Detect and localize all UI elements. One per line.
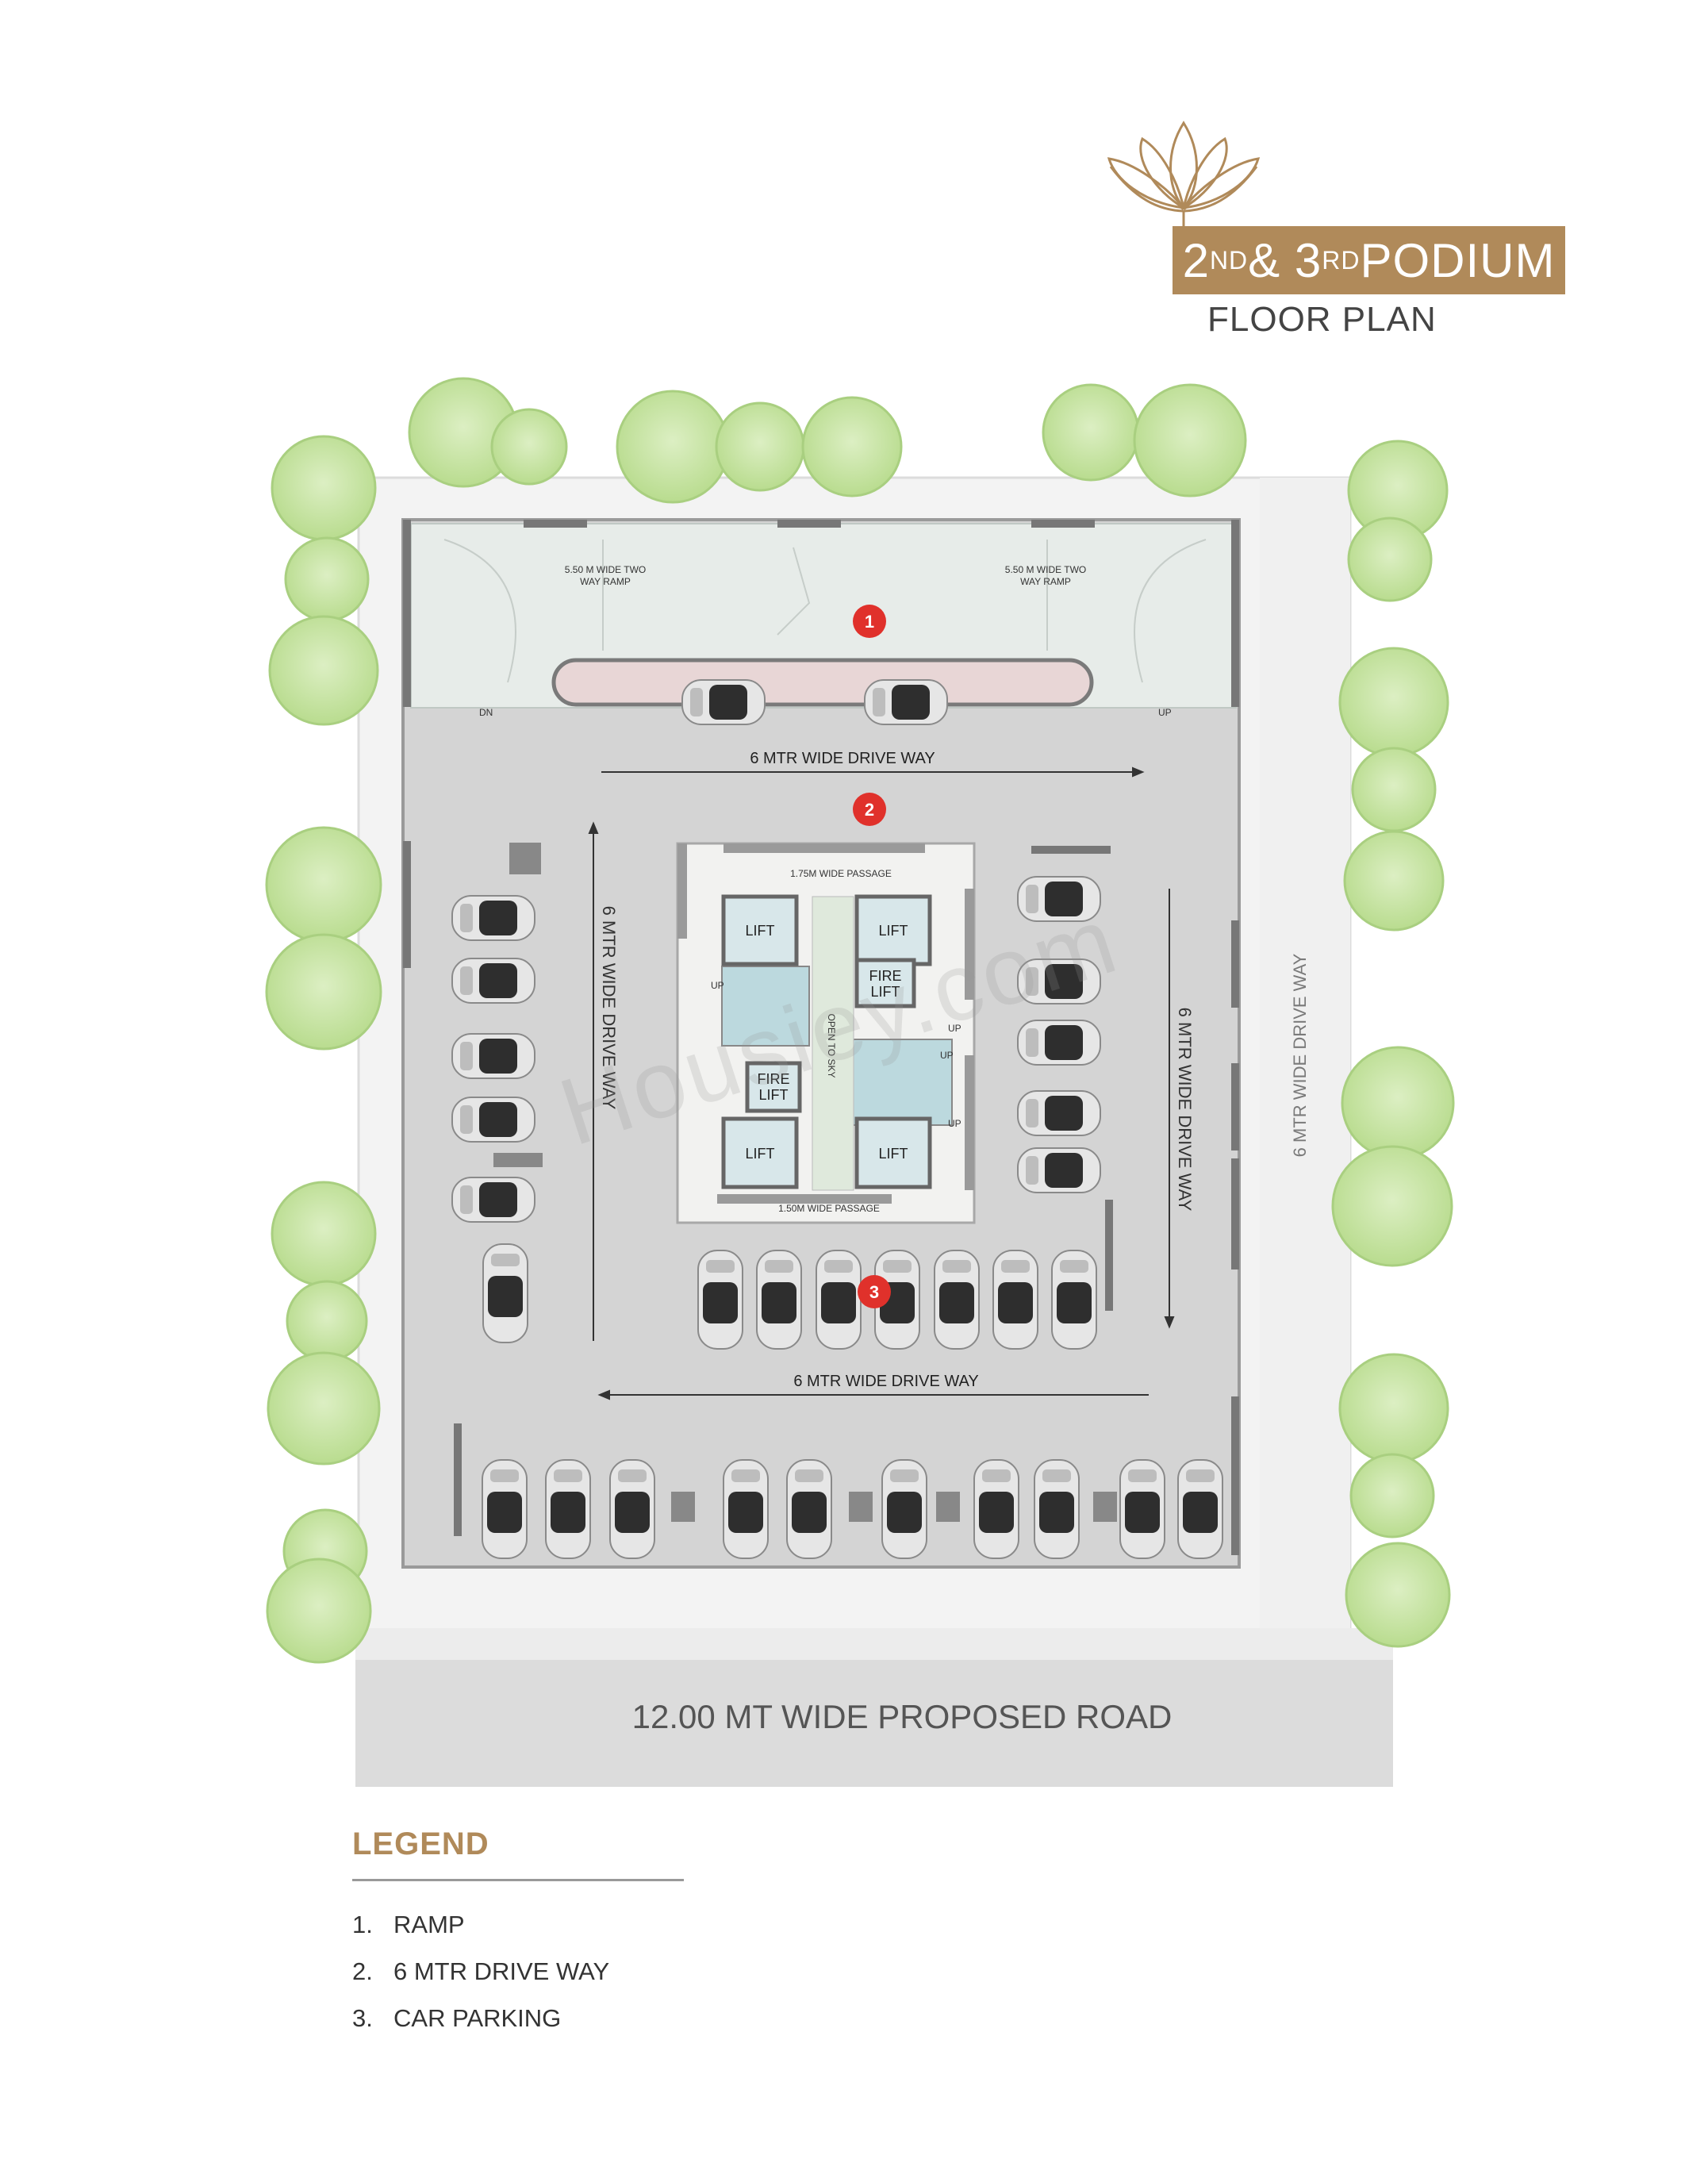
svg-text:2: 2	[865, 800, 874, 820]
fire-lift-label-2a: FIRE	[757, 1071, 789, 1087]
ramp-left-label-2: WAY RAMP	[580, 576, 631, 587]
legend-title: LEGEND	[352, 1827, 489, 1861]
car	[1017, 1090, 1101, 1136]
car	[545, 1459, 591, 1559]
lotus-logo	[1107, 121, 1261, 226]
road-label: 12.00 MT WIDE PROPOSED ROAD	[632, 1698, 1173, 1735]
legend-list: 1. RAMP 2. 6 MTR DRIVE WAY 3. CAR PARKIN…	[352, 1911, 609, 2051]
car	[451, 895, 535, 941]
car	[1051, 1250, 1097, 1350]
legend-number: 3.	[352, 2004, 373, 2032]
car	[1017, 1147, 1101, 1193]
ramp-divider	[551, 658, 1094, 707]
stair-up-label-2: UP	[948, 1023, 961, 1034]
drive-right-label: 6 MTR WIDE DRIVE WAY	[1175, 1008, 1195, 1212]
car	[881, 1459, 927, 1559]
central-core	[676, 842, 976, 1224]
legend-label: CAR PARKING	[393, 2004, 562, 2032]
fire-lift-label-1b: LIFT	[870, 984, 900, 1000]
trees	[265, 377, 1455, 1664]
drive-left-label: 6 MTR WIDE DRIVE WAY	[599, 906, 619, 1110]
drive-top-label: 6 MTR WIDE DRIVE WAY	[750, 750, 935, 767]
legend-item: 2. 6 MTR DRIVE WAY	[352, 1957, 609, 2004]
legend-label: 6 MTR DRIVE WAY	[393, 1957, 610, 1985]
car	[1017, 958, 1101, 1004]
marker-3: 3	[858, 1275, 891, 1308]
svg-text:3: 3	[869, 1282, 879, 1302]
car	[1017, 876, 1101, 922]
legend-item: 1. RAMP	[352, 1911, 609, 1957]
car	[482, 1459, 528, 1559]
marker-2: 2	[853, 793, 886, 826]
car	[482, 1243, 528, 1343]
car	[1177, 1459, 1223, 1559]
open-to-sky-label: OPEN TO SKY	[826, 1014, 837, 1078]
outside-driveway	[1260, 478, 1350, 1630]
car	[864, 679, 948, 725]
car	[1034, 1459, 1080, 1559]
marker-1: 1	[853, 605, 886, 638]
car	[451, 958, 535, 1004]
svg-text:1: 1	[865, 612, 874, 632]
car	[451, 1033, 535, 1079]
fire-lift-label-2b: LIFT	[758, 1087, 788, 1103]
ramp-left-label-1: 5.50 M WIDE TWO	[565, 564, 646, 575]
car	[681, 679, 766, 725]
car	[697, 1250, 743, 1350]
lift-label-4: LIFT	[878, 1146, 908, 1162]
legend-item: 3. CAR PARKING	[352, 2004, 609, 2051]
ramp-right-label-2: WAY RAMP	[1020, 576, 1071, 587]
fire-lift-label-1a: FIRE	[869, 968, 901, 984]
car	[1017, 1020, 1101, 1066]
car	[451, 1177, 535, 1223]
drive-bottom-label: 6 MTR WIDE DRIVE WAY	[793, 1373, 978, 1390]
column	[671, 1492, 695, 1522]
car	[1119, 1459, 1165, 1559]
column	[936, 1492, 960, 1522]
ramp-down-label: DN	[479, 707, 493, 718]
stair-up-label-3: UP	[940, 1050, 954, 1061]
lift-label-2: LIFT	[878, 923, 908, 939]
car	[756, 1250, 802, 1350]
legend-label: RAMP	[393, 1911, 465, 1938]
car	[973, 1459, 1019, 1559]
legend-number: 2.	[352, 1957, 373, 1985]
column	[849, 1492, 873, 1522]
stair-up-label-4: UP	[948, 1118, 961, 1129]
ramp-right-label-1: 5.50 M WIDE TWO	[1005, 564, 1086, 575]
car	[934, 1250, 980, 1350]
plan-subtitle: FLOOR PLAN	[1207, 300, 1437, 339]
lift-label-1: LIFT	[745, 923, 774, 939]
drive-arrows	[588, 766, 1175, 1400]
drive-outside-label: 6 MTR WIDE DRIVE WAY	[1290, 953, 1310, 1157]
car	[786, 1459, 832, 1559]
column	[493, 1153, 543, 1167]
car	[816, 1250, 862, 1350]
proposed-road	[355, 1660, 1393, 1787]
passage-bottom-label: 1.50M WIDE PASSAGE	[778, 1203, 880, 1214]
legend-divider	[352, 1879, 684, 1881]
column	[1093, 1492, 1117, 1522]
column	[509, 843, 541, 874]
stair-up-label-1: UP	[711, 980, 724, 991]
car	[451, 1097, 535, 1143]
legend-number: 1.	[352, 1911, 373, 1938]
car	[723, 1459, 769, 1559]
passage-top-label: 1.75M WIDE PASSAGE	[790, 868, 892, 879]
podium-walls	[403, 520, 1239, 1555]
car	[609, 1459, 655, 1559]
lift-label-3: LIFT	[745, 1146, 774, 1162]
ramp-up-label: UP	[1158, 707, 1172, 718]
car	[992, 1250, 1038, 1350]
